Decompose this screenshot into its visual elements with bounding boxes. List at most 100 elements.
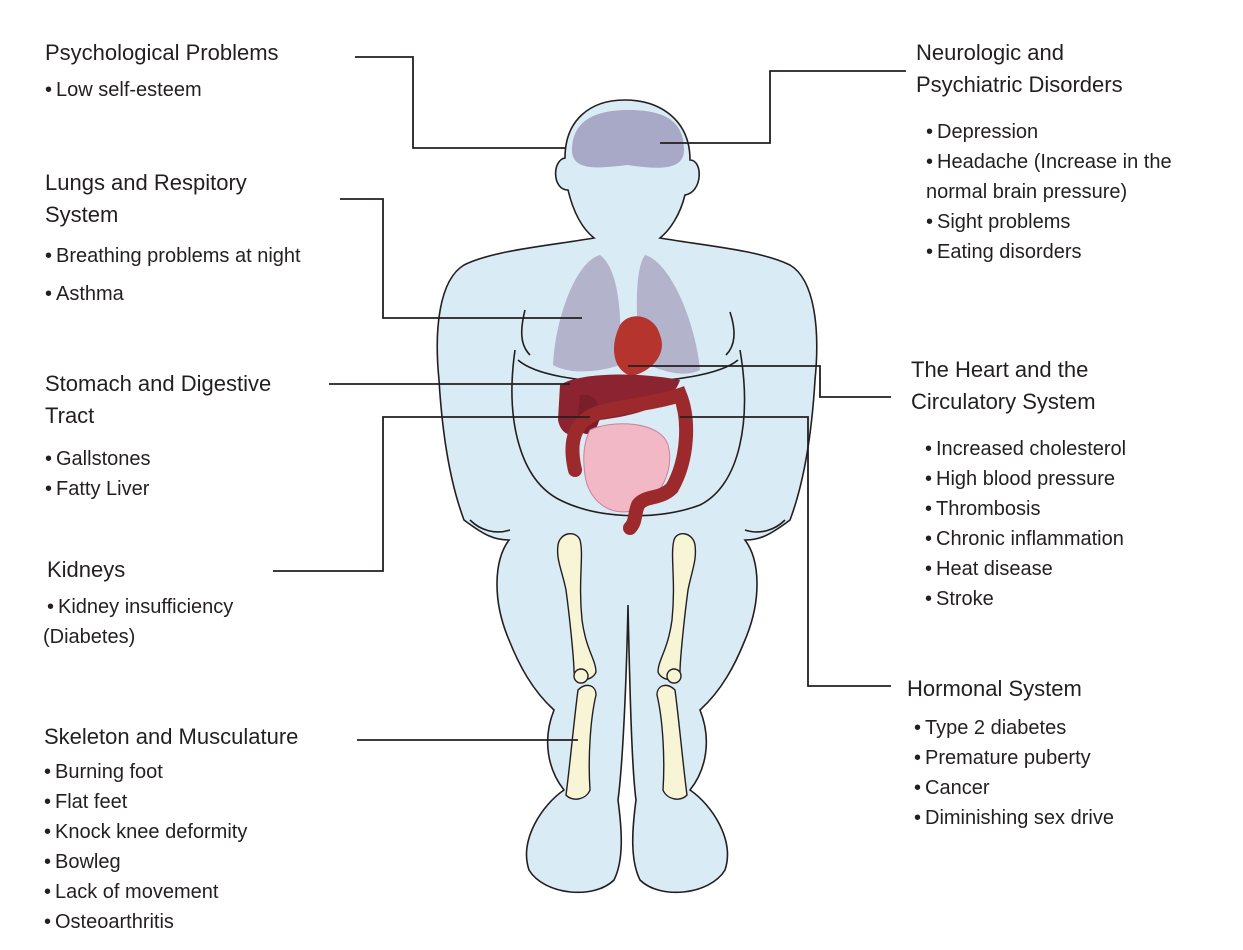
heart-shape <box>613 316 662 376</box>
item-text: Eating disorders <box>937 241 1082 263</box>
arm-fold-left <box>520 309 531 356</box>
list-item: •Asthma <box>45 283 124 305</box>
list-item: •Kidney insufficiency <box>47 596 234 618</box>
group-title: Psychological Problems <box>45 37 279 69</box>
list-item: •Headache (Increase in the <box>926 151 1172 173</box>
right-knee-joint <box>666 668 682 684</box>
group-title: Skeleton and Musculature <box>44 721 298 753</box>
title-line: The Heart and the <box>911 357 1089 382</box>
left-knee-joint <box>573 668 589 684</box>
item-list: •Burning foot •Flat feet •Knock knee def… <box>44 757 298 937</box>
item-list: •Kidney insufficiency (Diabetes) <box>43 592 234 652</box>
group-kidneys: Kidneys •Kidney insufficiency (Diabetes) <box>43 554 234 652</box>
list-item: •Breathing problems at night <box>45 245 301 267</box>
item-text: Increased cholesterol <box>936 438 1127 460</box>
list-item: •Premature puberty <box>914 747 1091 769</box>
right-femur <box>657 533 697 681</box>
item-list: •Gallstones •Fatty Liver <box>45 444 271 504</box>
title-line: Kidneys <box>47 557 126 582</box>
group-title: Kidneys <box>47 554 233 586</box>
left-shin <box>565 684 597 800</box>
item-list: •Breathing problems at night •Asthma <box>45 237 301 313</box>
list-item: •Eating disorders <box>926 241 1082 263</box>
group-stomach: Stomach and Digestive Tract •Gallstones … <box>45 368 271 504</box>
list-item: •Cancer <box>914 777 990 799</box>
item-text: (Diabetes) <box>43 626 136 648</box>
leader-lines <box>273 56 906 741</box>
item-text: Premature puberty <box>925 747 1091 769</box>
list-item: •Stroke <box>925 588 994 610</box>
item-text: normal brain pressure) <box>926 181 1128 203</box>
item-text: Depression <box>937 121 1039 143</box>
list-item: •Chronic inflammation <box>925 528 1124 550</box>
list-item: •High blood pressure <box>925 468 1115 490</box>
leader-psychological <box>355 56 566 149</box>
leader-kidneys <box>273 416 590 572</box>
item-list: •Type 2 diabetes •Premature puberty •Can… <box>914 713 1114 833</box>
item-text: Stroke <box>936 588 994 610</box>
item-list: •Depression •Headache (Increase in the n… <box>926 117 1172 267</box>
list-item: •Bowleg <box>44 851 121 873</box>
item-text: High blood pressure <box>936 468 1115 490</box>
item-text: Cancer <box>925 777 990 799</box>
item-list: •Increased cholesterol •High blood press… <box>925 434 1126 614</box>
group-skeleton: Skeleton and Musculature •Burning foot •… <box>44 721 298 937</box>
left-femur <box>556 533 597 681</box>
item-text: Type 2 diabetes <box>925 717 1067 739</box>
title-line: Lungs and Respitory <box>45 170 247 195</box>
list-item: •Burning foot <box>44 761 163 783</box>
list-item: •Gallstones <box>45 448 151 470</box>
group-title: Lungs and Respitory System <box>45 167 301 231</box>
arm-fold-right <box>725 311 735 356</box>
title-line: Neurologic and <box>916 40 1064 65</box>
hand-left <box>469 519 511 533</box>
group-heart: The Heart and the Circulatory System •In… <box>911 354 1126 614</box>
right-shin <box>656 684 688 800</box>
list-item: •Sight problems <box>926 211 1071 233</box>
title-line: Hormonal System <box>907 676 1082 701</box>
group-hormonal: Hormonal System •Type 2 diabetes •Premat… <box>907 673 1114 833</box>
item-text: Low self-esteem <box>56 79 202 101</box>
list-item: •Osteoarthritis <box>44 911 174 933</box>
group-title: Stomach and Digestive Tract <box>45 368 271 432</box>
item-list: •Low self-esteem <box>45 75 279 105</box>
list-item: (Diabetes) <box>43 622 233 652</box>
item-text: Breathing problems at night <box>56 245 301 267</box>
leader-neuro <box>660 70 906 144</box>
list-item: •Thrombosis <box>925 498 1041 520</box>
list-item: •Lack of movement <box>44 881 219 903</box>
leader-lungs <box>340 198 582 319</box>
item-text: Fatty Liver <box>56 478 150 500</box>
item-text: Headache (Increase in the <box>937 151 1172 173</box>
list-item: •Heat disease <box>925 558 1053 580</box>
group-lungs: Lungs and Respitory System •Breathing pr… <box>45 167 301 313</box>
title-line: Psychiatric Disorders <box>916 72 1123 97</box>
item-text: Burning foot <box>55 761 163 783</box>
item-text: Sight problems <box>937 211 1071 233</box>
leader-hormonal <box>680 416 891 687</box>
item-text: Flat feet <box>55 791 128 813</box>
colon-shape <box>565 386 694 535</box>
item-text: Diminishing sex drive <box>925 807 1114 829</box>
brain-shape <box>572 110 684 168</box>
list-item: •Depression <box>926 121 1039 143</box>
list-item: normal brain pressure) <box>926 177 1172 207</box>
item-text: Lack of movement <box>55 881 219 903</box>
group-title: Neurologic and Psychiatric Disorders <box>916 37 1172 101</box>
item-text: Bowleg <box>55 851 121 873</box>
list-item: •Flat feet <box>44 791 128 813</box>
item-text: Thrombosis <box>936 498 1041 520</box>
title-line: Circulatory System <box>911 389 1096 414</box>
leader-heart <box>628 365 891 398</box>
list-item: •Increased cholesterol <box>925 438 1127 460</box>
group-psychological: Psychological Problems •Low self-esteem <box>45 37 279 105</box>
title-line: Tract <box>45 403 95 428</box>
list-item: •Knock knee deformity <box>44 821 248 843</box>
group-title: The Heart and the Circulatory System <box>911 354 1126 418</box>
list-item: •Low self-esteem <box>45 79 202 101</box>
item-text: Chronic inflammation <box>936 528 1124 550</box>
item-text: Knock knee deformity <box>55 821 248 843</box>
title-line: Stomach and Digestive <box>45 371 272 396</box>
item-text: Gallstones <box>56 448 151 470</box>
group-neuro: Neurologic and Psychiatric Disorders •De… <box>916 37 1172 267</box>
